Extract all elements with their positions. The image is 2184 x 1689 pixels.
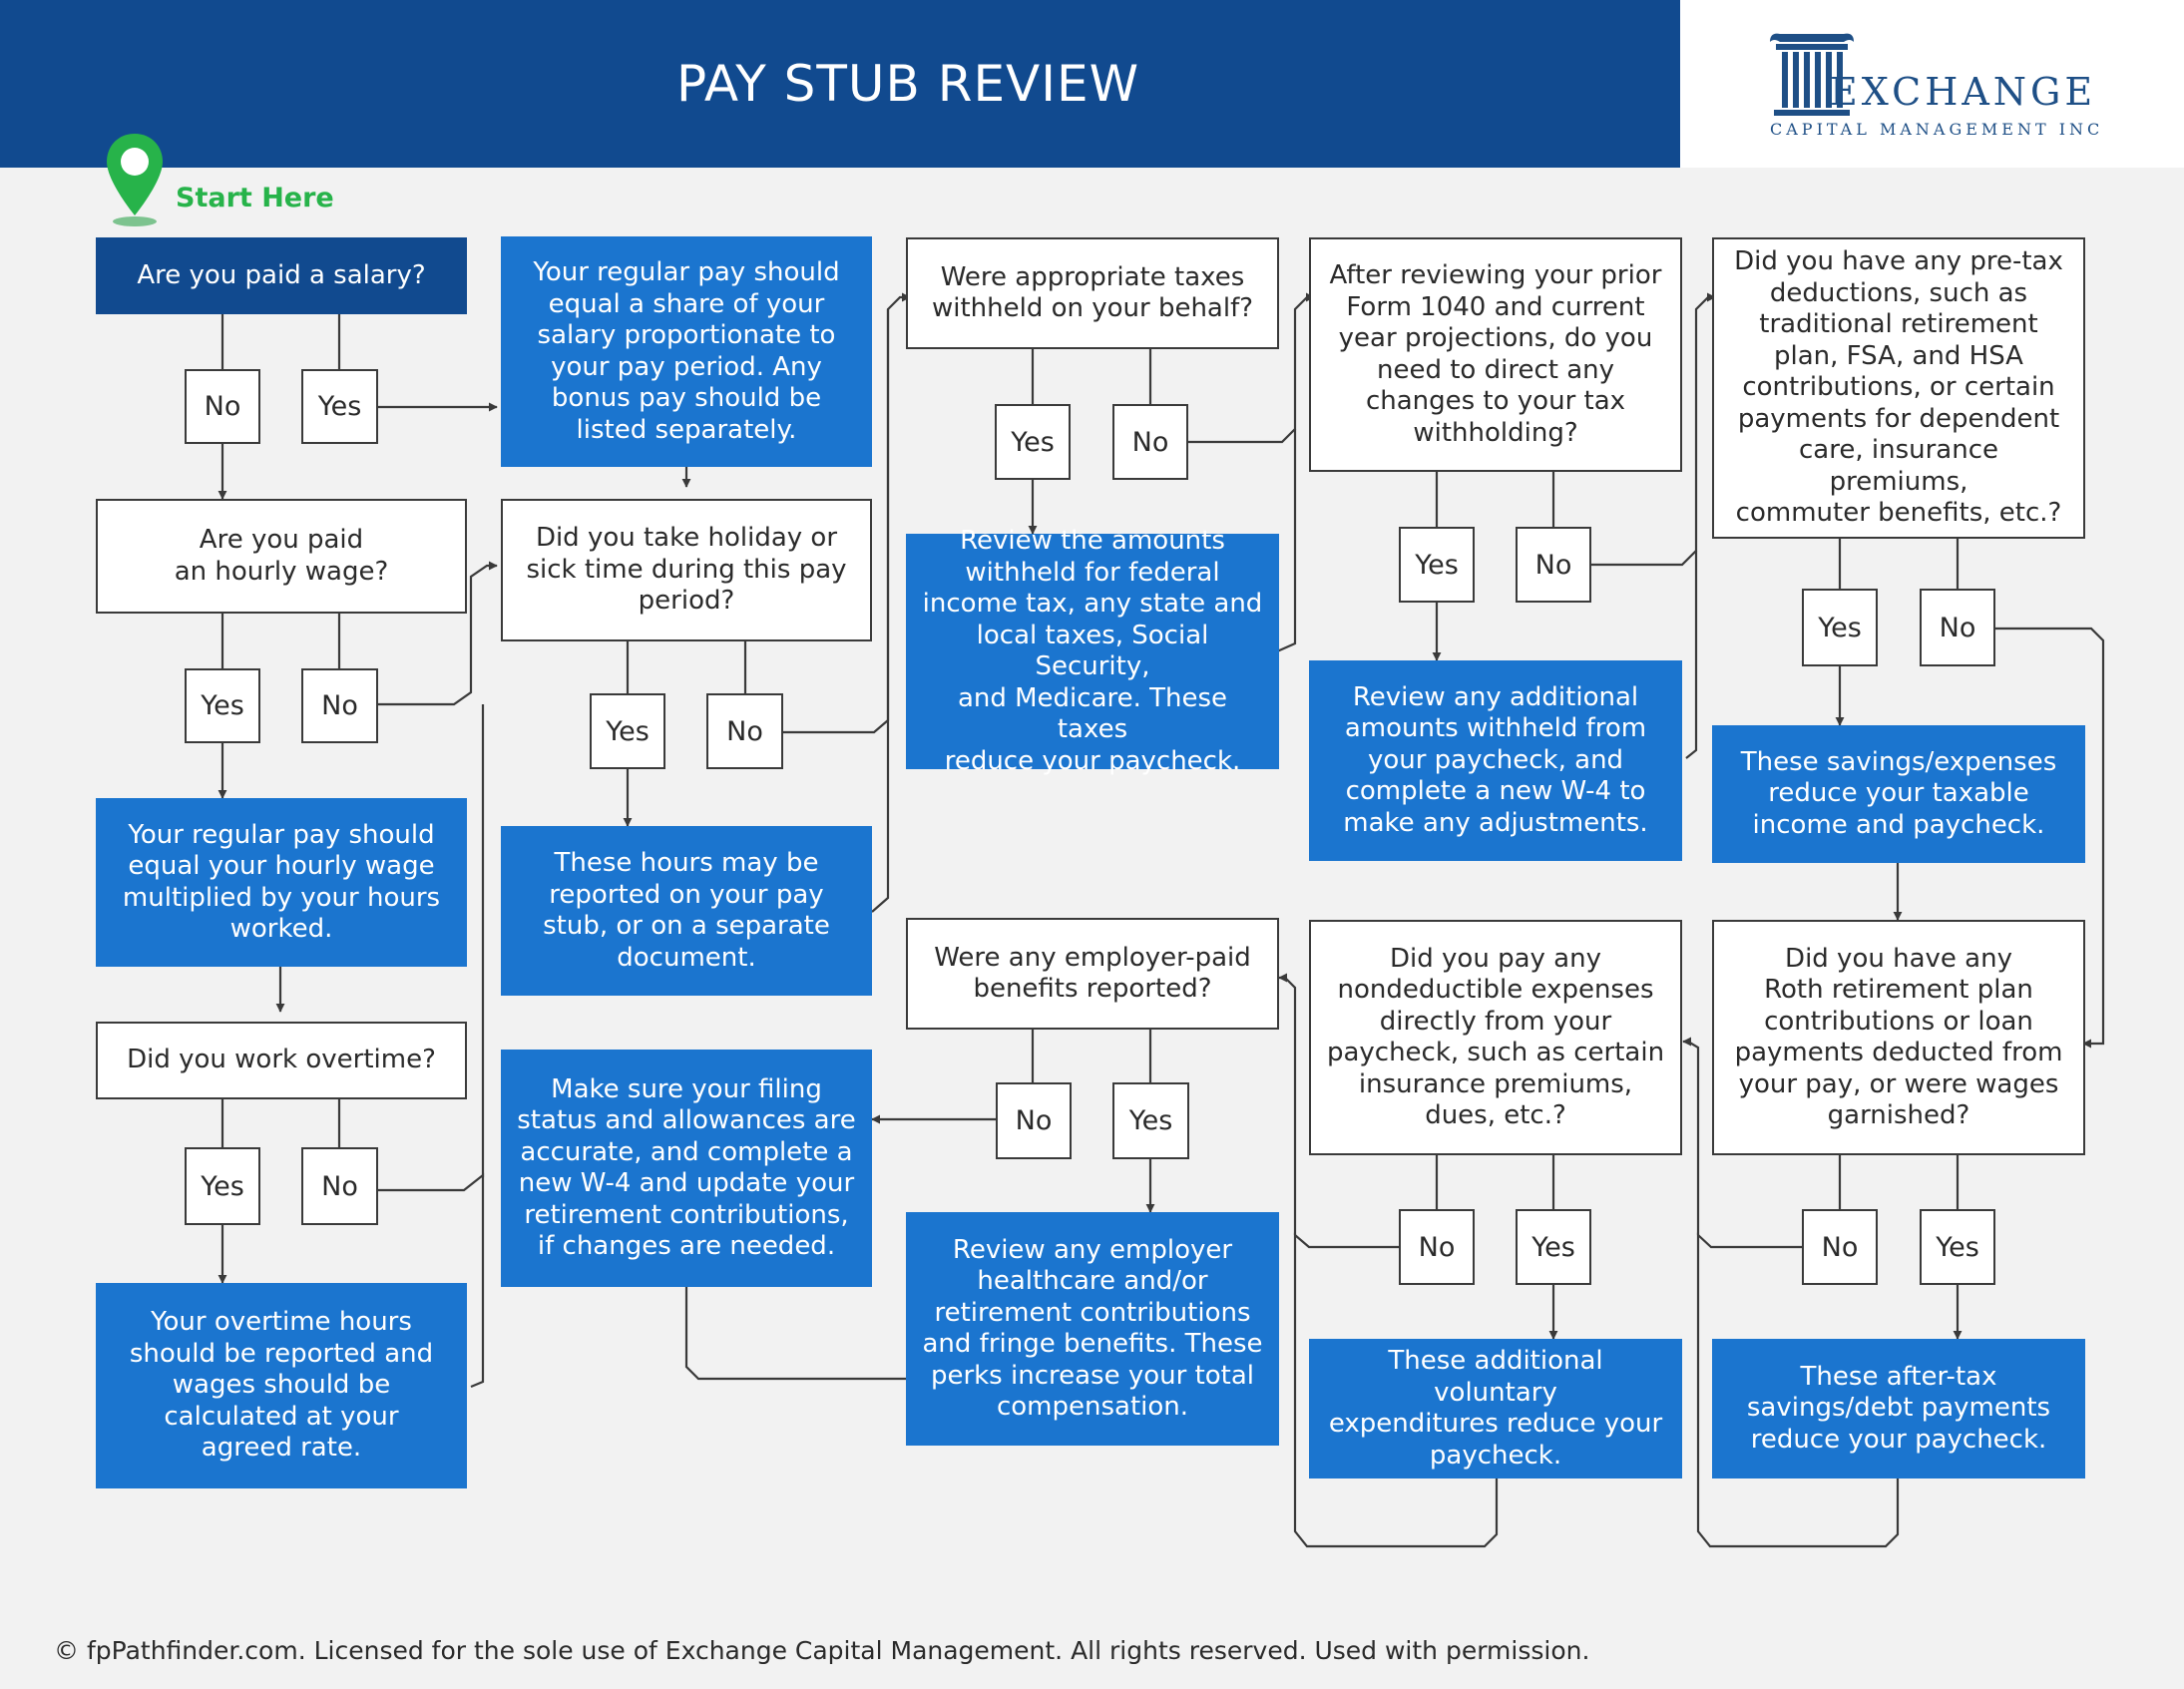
question-holiday: Did you take holiday or sick time during… xyxy=(501,499,872,641)
answer-salary: Your regular pay should equal a share of… xyxy=(501,236,872,467)
pretax-no-button[interactable]: No xyxy=(1920,589,1995,666)
withholding-yes-button[interactable]: Yes xyxy=(1399,527,1475,603)
answer-nondeductible: These additional voluntary expenditures … xyxy=(1309,1339,1682,1478)
answer-withholding: Review any additional amounts withheld f… xyxy=(1309,660,1682,861)
logo-subtitle: CAPITAL MANAGEMENT INC xyxy=(1770,120,2104,139)
answer-overtime: Your overtime hours should be reported a… xyxy=(96,1283,467,1488)
taxes-yes-button[interactable]: Yes xyxy=(995,404,1071,480)
hourly-no-button[interactable]: No xyxy=(301,668,378,743)
hourly-yes-button[interactable]: Yes xyxy=(185,668,260,743)
location-pin-icon xyxy=(107,134,163,226)
nondeductible-no-button[interactable]: No xyxy=(1399,1209,1475,1285)
logo-wordmark: EXCHANGE xyxy=(1830,70,2097,114)
answer-roth: These after-tax savings/debt payments re… xyxy=(1712,1339,2085,1478)
column-logo-icon xyxy=(1770,33,1854,116)
answer-holiday: These hours may be reported on your pay … xyxy=(501,826,872,996)
answer-pretax: These savings/expenses reduce your taxab… xyxy=(1712,725,2085,863)
page-title: PAY STUB REVIEW xyxy=(675,55,1140,113)
question-benefits: Were any employer-paid benefits reported… xyxy=(906,918,1279,1030)
question-nondeductible: Did you pay any nondeductible expenses d… xyxy=(1309,920,1682,1155)
holiday-no-button[interactable]: No xyxy=(706,693,783,769)
answer-benefits: Review any employer healthcare and/or re… xyxy=(906,1212,1279,1446)
question-salary: Are you paid a salary? xyxy=(96,237,467,314)
answer-final: Make sure your filing status and allowan… xyxy=(501,1050,872,1287)
salary-yes-button[interactable]: Yes xyxy=(301,369,378,444)
benefits-no-button[interactable]: No xyxy=(996,1082,1072,1159)
answer-taxes: Review the amounts withheld for federal … xyxy=(906,526,1279,776)
withholding-no-button[interactable]: No xyxy=(1516,527,1591,603)
header-bar xyxy=(0,0,1680,168)
question-withholding: After reviewing your prior Form 1040 and… xyxy=(1309,237,1682,472)
taxes-no-button[interactable]: No xyxy=(1112,404,1188,480)
logo: EXCHANGE CAPITAL MANAGEMENT INC xyxy=(1680,0,2184,168)
roth-yes-button[interactable]: Yes xyxy=(1920,1209,1995,1285)
question-taxes: Were appropriate taxes withheld on your … xyxy=(906,237,1279,349)
footer-copyright: © fpPathfinder.com. Licensed for the sol… xyxy=(54,1636,1590,1665)
nondeductible-yes-button[interactable]: Yes xyxy=(1516,1209,1591,1285)
holiday-yes-button[interactable]: Yes xyxy=(590,693,665,769)
answer-hourly: Your regular pay should equal your hourl… xyxy=(96,798,467,967)
salary-no-button[interactable]: No xyxy=(185,369,260,444)
overtime-yes-button[interactable]: Yes xyxy=(185,1147,260,1225)
pretax-yes-button[interactable]: Yes xyxy=(1802,589,1878,666)
question-overtime: Did you work overtime? xyxy=(96,1022,467,1099)
overtime-no-button[interactable]: No xyxy=(301,1147,378,1225)
roth-no-button[interactable]: No xyxy=(1802,1209,1878,1285)
question-hourly: Are you paid an hourly wage? xyxy=(96,499,467,614)
question-roth: Did you have any Roth retirement plan co… xyxy=(1712,920,2085,1155)
question-pretax: Did you have any pre-tax deductions, suc… xyxy=(1712,237,2085,539)
benefits-yes-button[interactable]: Yes xyxy=(1112,1082,1189,1159)
start-label: Start Here xyxy=(176,183,334,213)
